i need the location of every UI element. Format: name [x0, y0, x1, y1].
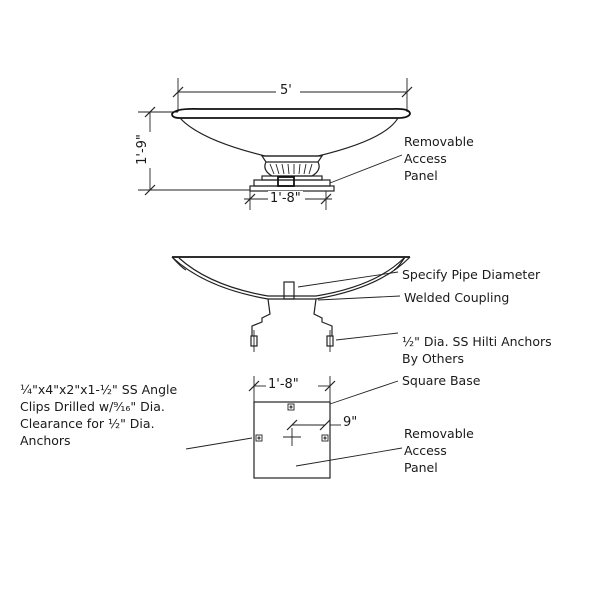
elevation-view	[138, 78, 413, 210]
square-base	[253, 401, 331, 479]
plan-base-dim: 1'-8"	[266, 377, 301, 392]
section-leaders	[297, 271, 401, 341]
anchor-holes	[255, 403, 329, 442]
width-dimension-line	[172, 78, 413, 112]
elevation-access-panel-callout: Removable Access Panel	[404, 134, 474, 183]
plan-access-panel-callout: Removable Access Panel	[404, 426, 474, 475]
center-mark	[283, 428, 301, 446]
plan-view	[185, 376, 403, 479]
height-dimension-line	[138, 106, 250, 196]
access-panel-leader	[329, 154, 403, 184]
support-legs	[250, 298, 334, 352]
plan-base-dimension-line	[248, 376, 336, 402]
bowl-elevation	[171, 107, 411, 157]
coupling-callout: Welded Coupling	[404, 290, 510, 305]
offset-dimension-line	[286, 419, 342, 431]
anchors-callout: ½" Dia. SS Hilti Anchors By Others	[402, 334, 552, 366]
angle-clips-callout: ¼"x4"x2"x1-½" SS Angle Clips Drilled w/⁹…	[20, 382, 178, 448]
pedestal-elevation	[249, 155, 335, 192]
plan-offset-dim: 9"	[341, 415, 360, 430]
plan-leaders	[185, 380, 403, 467]
elevation-height-dim: 1'-9"	[134, 132, 150, 167]
bowl-section	[171, 256, 411, 300]
pipe	[283, 281, 295, 300]
elevation-base-dim: 1'-8"	[268, 191, 303, 206]
pipe-callout: Specify Pipe Diameter	[402, 267, 541, 282]
elevation-width-dim: 5'	[278, 83, 294, 98]
square-base-callout: Square Base	[402, 373, 481, 388]
base-dimension-line	[244, 191, 332, 210]
section-view	[171, 256, 411, 352]
